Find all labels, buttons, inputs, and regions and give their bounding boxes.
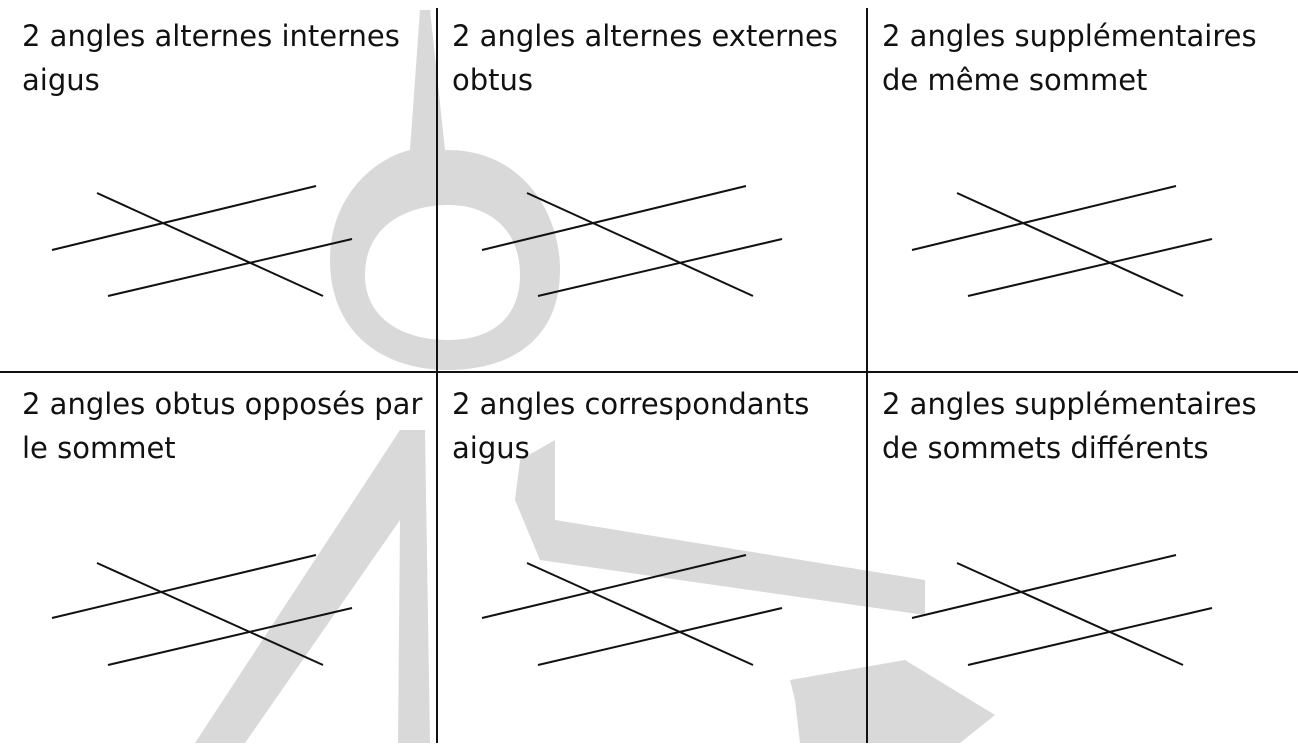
watermark-arrow (790, 660, 995, 743)
parallel-lines-transversal-figure (51, 185, 353, 297)
transversal-line (526, 192, 754, 297)
watermark-stroke-left (195, 430, 430, 743)
watermark-ring (330, 10, 560, 370)
parallel-lines-transversal-figure (481, 554, 783, 666)
parallel-line-upper (481, 185, 747, 251)
parallel-line-lower (537, 607, 783, 666)
angle-exercise-cell: 2 angles supplémentaires de même sommet (860, 0, 1290, 372)
transversal-line (956, 562, 1184, 666)
transversal-line (96, 192, 324, 297)
parallel-lines-transversal-figure (51, 554, 353, 666)
parallel-line-upper (911, 185, 1177, 251)
parallel-line-lower (967, 607, 1213, 666)
parallel-line-upper (51, 185, 317, 251)
cell-instruction: 2 angles supplémentaires de même sommet (882, 19, 1257, 97)
angle-exercise-cell: 2 angles obtus opposés par le sommet (0, 372, 430, 744)
parallel-line-lower (107, 607, 353, 666)
parallel-lines-transversal-figure (911, 554, 1213, 666)
parallel-line-upper (51, 554, 317, 619)
parallel-line-lower (107, 238, 353, 297)
parallel-line-lower (537, 238, 783, 297)
cell-instruction: 2 angles alternes externes obtus (452, 19, 838, 97)
cell-instruction: 2 angles obtus opposés par le sommet (22, 387, 423, 465)
parallel-line-lower (967, 238, 1213, 297)
cell-instruction: 2 angles alternes internes aigus (22, 19, 400, 97)
cell-instruction: 2 angles supplémentaires de sommets diff… (882, 387, 1257, 465)
cell-instruction: 2 angles correspondants aigus (452, 387, 810, 465)
transversal-line (96, 562, 324, 666)
transversal-line (526, 562, 754, 666)
parallel-lines-transversal-figure (481, 185, 783, 297)
angle-exercise-cell: 2 angles correspondants aigus (430, 372, 860, 744)
watermark-band (515, 440, 925, 615)
transversal-line (956, 192, 1184, 297)
parallel-line-upper (911, 554, 1177, 619)
angle-exercise-cell: 2 angles alternes externes obtus (430, 0, 860, 372)
angle-exercise-cell: 2 angles alternes internes aigus (0, 0, 430, 372)
angle-exercise-cell: 2 angles supplémentaires de sommets diff… (860, 372, 1290, 744)
parallel-line-upper (481, 554, 747, 619)
parallel-lines-transversal-figure (911, 185, 1213, 297)
